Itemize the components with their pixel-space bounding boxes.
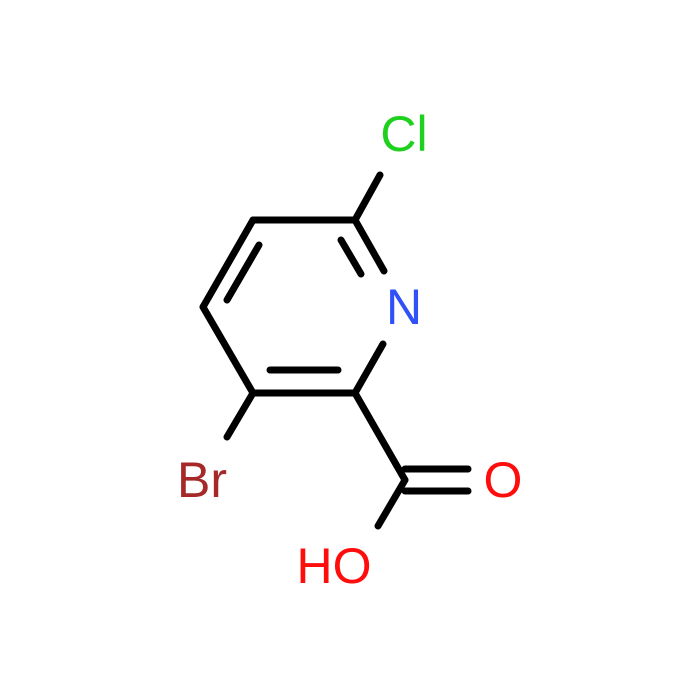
atom-label-oxygen-carbonyl: O — [484, 452, 523, 508]
bond-c2-n — [351, 340, 387, 397]
bond-c2-ccarboxyl — [351, 389, 409, 484]
atom-label-nitrogen: N — [386, 279, 422, 335]
bond-c5-c4-inner — [223, 241, 263, 304]
bond-c6-cl — [351, 171, 384, 224]
bond-c4-c3 — [199, 303, 257, 397]
bond-carboxyl-oh — [374, 476, 409, 530]
atom-label-chlorine: Cl — [380, 106, 427, 162]
atom-label-bromine: Br — [177, 452, 227, 508]
bond-n-c6 — [351, 216, 388, 275]
bond-c3-br — [223, 389, 257, 441]
bond-n-c6-inner — [337, 236, 365, 278]
bond-c5-c4 — [199, 216, 257, 311]
atom-label-hydroxyl: HO — [297, 538, 372, 594]
